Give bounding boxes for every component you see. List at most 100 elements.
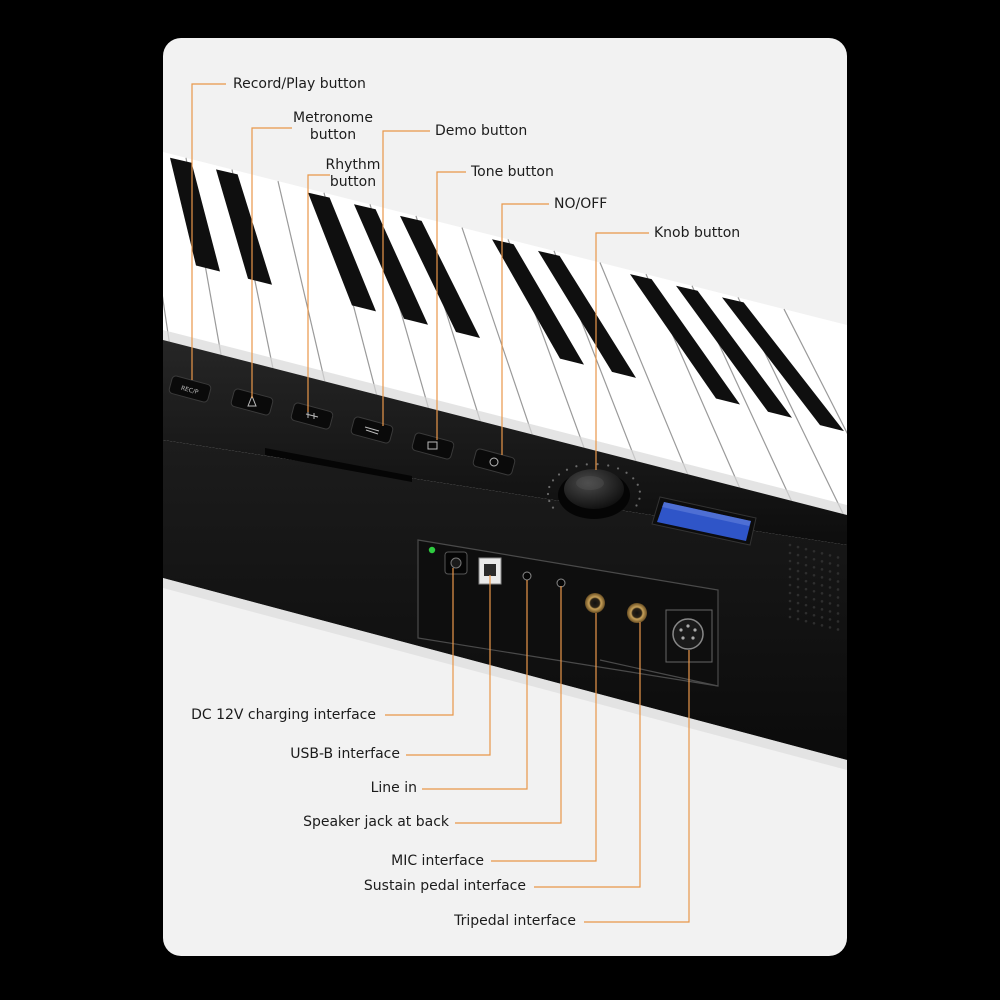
grille-hole bbox=[836, 580, 840, 583]
grille-hole bbox=[836, 556, 840, 559]
speaker-grille bbox=[788, 543, 840, 631]
black-key bbox=[308, 192, 376, 312]
grille-hole bbox=[836, 604, 840, 607]
white-key-separator bbox=[163, 146, 171, 347]
grille-hole bbox=[828, 554, 832, 557]
grille-hole bbox=[820, 624, 824, 627]
grille-hole bbox=[796, 569, 800, 573]
knob-scale-dot bbox=[565, 468, 569, 471]
grille-hole bbox=[804, 547, 808, 551]
power-icon[interactable] bbox=[472, 448, 516, 476]
power-led bbox=[428, 546, 436, 554]
line-in-jack-icon[interactable] bbox=[522, 571, 532, 581]
metronome-icon[interactable] bbox=[230, 388, 274, 416]
svg-text:REC/P: REC/P bbox=[180, 385, 199, 396]
grille-hole bbox=[796, 545, 800, 549]
tripedal-din-icon[interactable] bbox=[665, 609, 713, 663]
lcd-display bbox=[651, 496, 757, 546]
grille-hole bbox=[812, 565, 816, 569]
tone-icon[interactable] bbox=[411, 432, 455, 460]
grille-hole bbox=[820, 616, 824, 619]
grille-hole bbox=[836, 564, 840, 567]
grille-hole bbox=[828, 626, 832, 629]
grille-hole bbox=[812, 573, 816, 577]
grille-hole bbox=[836, 628, 840, 631]
grille-hole bbox=[788, 543, 792, 547]
callout-knob: Knob button bbox=[654, 225, 741, 241]
grille-hole bbox=[828, 602, 832, 605]
grille-hole bbox=[788, 551, 792, 555]
grille-hole bbox=[828, 586, 832, 589]
grille-hole bbox=[804, 563, 808, 567]
grille-hole bbox=[788, 607, 792, 611]
grille-hole bbox=[788, 575, 792, 579]
callout-speaker: Speaker jack at back bbox=[303, 814, 449, 830]
callout-rhythm: Rhythm button bbox=[325, 157, 381, 190]
demo-icon[interactable] bbox=[350, 416, 394, 444]
grille-hole bbox=[796, 553, 800, 557]
knob[interactable] bbox=[546, 462, 641, 519]
callout-demo: Demo button bbox=[435, 123, 528, 139]
grille-hole bbox=[828, 610, 832, 613]
knob-scale-dot bbox=[596, 462, 599, 466]
grille-hole bbox=[812, 589, 816, 593]
sustain-jack-icon[interactable] bbox=[627, 603, 647, 623]
grille-hole bbox=[796, 601, 800, 605]
grille-hole bbox=[796, 593, 800, 597]
white-key-separator bbox=[277, 180, 327, 387]
grille-hole bbox=[828, 562, 832, 565]
grille-hole bbox=[820, 600, 824, 603]
knob-scale-dot bbox=[638, 490, 641, 493]
black-keys bbox=[170, 157, 844, 432]
grille-hole bbox=[796, 617, 800, 621]
knob-scale-dot bbox=[625, 471, 628, 474]
black-key bbox=[400, 215, 480, 338]
grille-hole bbox=[820, 592, 824, 595]
knob-scale-dot bbox=[551, 479, 555, 482]
knob-scale-dot bbox=[557, 473, 561, 476]
knob-scale-dot bbox=[635, 504, 638, 507]
grille-hole bbox=[820, 584, 824, 587]
callout-no-off: NO/OFF bbox=[554, 196, 608, 212]
grille-hole bbox=[788, 599, 792, 603]
black-key bbox=[538, 250, 636, 378]
callout-record-play: Record/Play button bbox=[233, 76, 366, 92]
rec-play-icon[interactable]: REC/P bbox=[168, 375, 212, 403]
grille-hole bbox=[812, 621, 816, 625]
grille-hole bbox=[788, 591, 792, 595]
grille-hole bbox=[828, 570, 832, 573]
knob-scale-dot bbox=[546, 492, 550, 496]
speaker-jack-icon[interactable] bbox=[556, 578, 566, 588]
black-key bbox=[722, 297, 844, 432]
grille-hole bbox=[796, 609, 800, 613]
grille-hole bbox=[836, 588, 840, 591]
knob-scale-dot bbox=[548, 485, 551, 489]
grille-hole bbox=[788, 583, 792, 587]
grille-hole bbox=[804, 587, 808, 591]
callout-sustain: Sustain pedal interface bbox=[363, 878, 526, 894]
usb-b-port-icon[interactable] bbox=[478, 557, 502, 585]
black-key bbox=[492, 239, 584, 365]
grille-hole bbox=[812, 557, 816, 561]
callout-line-in: Line in bbox=[370, 780, 417, 796]
grille-hole bbox=[812, 597, 816, 601]
mic-jack-icon[interactable] bbox=[585, 593, 605, 613]
grille-hole bbox=[812, 581, 816, 585]
black-key bbox=[354, 204, 428, 325]
grille-hole bbox=[804, 611, 808, 615]
knob-scale-dot bbox=[575, 465, 578, 468]
knob-scale-dot bbox=[638, 497, 641, 500]
grille-hole bbox=[828, 578, 832, 581]
grille-hole bbox=[820, 608, 824, 611]
panel-buttons: REC/P bbox=[168, 375, 516, 476]
grille-hole bbox=[804, 555, 808, 559]
grille-hole bbox=[812, 605, 816, 609]
grille-hole bbox=[804, 579, 808, 583]
grille-hole bbox=[796, 561, 800, 565]
rhythm-icon[interactable] bbox=[290, 402, 334, 430]
control-panel bbox=[163, 340, 847, 545]
black-key bbox=[170, 157, 220, 272]
grille-hole bbox=[788, 615, 792, 619]
dc-jack-icon[interactable] bbox=[444, 551, 468, 575]
